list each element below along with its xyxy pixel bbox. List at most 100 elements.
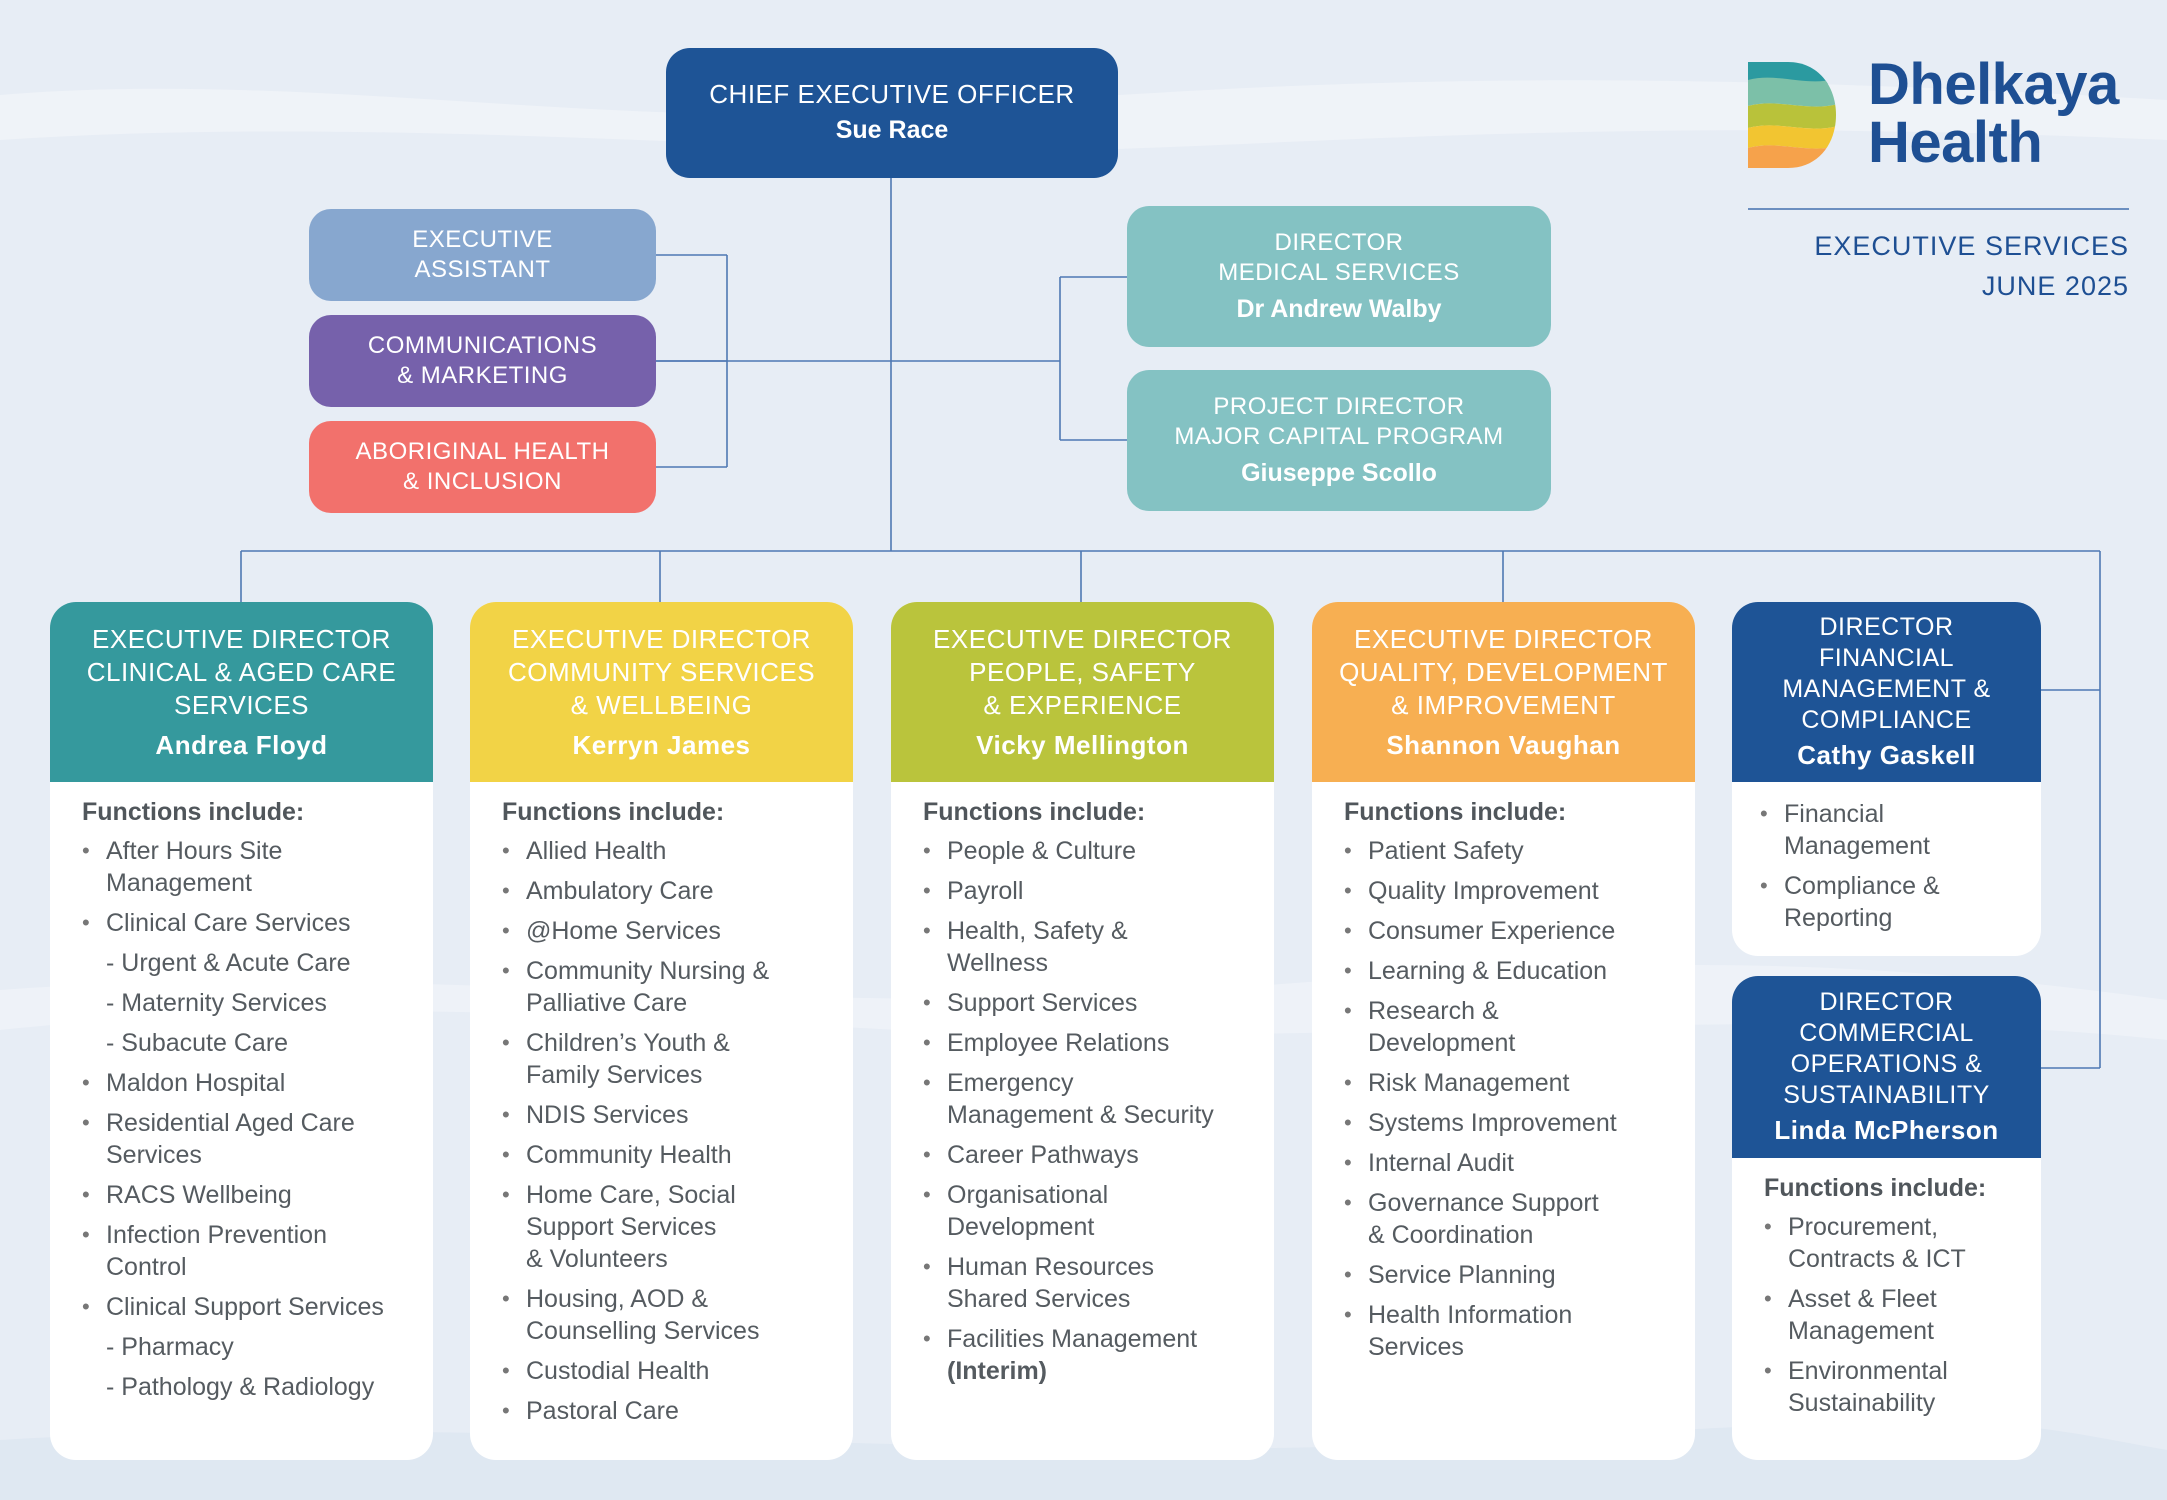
functions-list: Patient SafetyQuality ImprovementConsume… bbox=[1344, 835, 1671, 1363]
function-item: Home Care, Social Support Services & Vol… bbox=[502, 1179, 829, 1275]
function-item: Housing, AOD & Counselling Services bbox=[502, 1283, 829, 1347]
function-item-label: Procurement, Contracts & ICT bbox=[1788, 1213, 1966, 1273]
exec-director-header: EXECUTIVE DIRECTOR QUALITY, DEVELOPMENT … bbox=[1312, 602, 1695, 782]
function-item-label: Payroll bbox=[947, 877, 1024, 905]
director-medical-services-name: Dr Andrew Walby bbox=[1236, 294, 1442, 323]
function-item: Learning & Education bbox=[1344, 955, 1671, 987]
function-item-label: Housing, AOD & Counselling Services bbox=[526, 1285, 760, 1345]
function-item: Asset & Fleet Management bbox=[1764, 1283, 2025, 1347]
director-commercial-header: DIRECTOR COMMERCIAL OPERATIONS & SUSTAIN… bbox=[1732, 976, 2041, 1158]
function-item-note: (Interim) bbox=[947, 1357, 1047, 1385]
exec-director-header: EXECUTIVE DIRECTOR COMMUNITY SERVICES & … bbox=[470, 602, 853, 782]
function-item: Pastoral Care bbox=[502, 1395, 829, 1427]
function-item: Support Services bbox=[923, 987, 1250, 1019]
function-item-label: Internal Audit bbox=[1368, 1149, 1514, 1177]
function-item: Procurement, Contracts & ICT bbox=[1764, 1211, 2025, 1275]
executive-assistant-title: EXECUTIVE ASSISTANT bbox=[412, 226, 553, 283]
function-item: Internal Audit bbox=[1344, 1147, 1671, 1179]
functions-list: Allied HealthAmbulatory Care@Home Servic… bbox=[502, 835, 829, 1427]
function-item: Risk Management bbox=[1344, 1067, 1671, 1099]
function-item: Patient Safety bbox=[1344, 835, 1671, 867]
function-item-label: Systems Improvement bbox=[1368, 1109, 1617, 1137]
functions-heading: Functions include: bbox=[923, 798, 1146, 826]
function-item: Clinical Support Services bbox=[82, 1291, 409, 1323]
chart-date: JUNE 2025 bbox=[1981, 271, 2129, 301]
chart-heading: EXECUTIVE SERVICES JUNE 2025 bbox=[1814, 226, 2129, 306]
function-item-label: Asset & Fleet Management bbox=[1788, 1285, 1937, 1345]
function-item-label: Consumer Experience bbox=[1368, 917, 1616, 945]
function-item: Community Nursing & Palliative Care bbox=[502, 955, 829, 1019]
function-item: Clinical Care Services bbox=[82, 907, 409, 939]
function-item: Custodial Health bbox=[502, 1355, 829, 1387]
function-item-label: Residential Aged Care Services bbox=[106, 1109, 355, 1169]
function-item-label: - Pharmacy bbox=[106, 1333, 234, 1361]
function-item: Payroll bbox=[923, 875, 1250, 907]
function-item-label: Learning & Education bbox=[1368, 957, 1608, 985]
function-item: People & Culture bbox=[923, 835, 1250, 867]
exec-director-name: Vicky Mellington bbox=[976, 729, 1189, 760]
exec-director-card-quality: EXECUTIVE DIRECTOR QUALITY, DEVELOPMENT … bbox=[1312, 602, 1695, 1460]
function-item: Ambulatory Care bbox=[502, 875, 829, 907]
director-commercial-title: DIRECTOR COMMERCIAL OPERATIONS & SUSTAIN… bbox=[1783, 988, 1990, 1109]
brand-name-line1: Dhelkaya bbox=[1868, 52, 2119, 117]
function-item: - Pathology & Radiology bbox=[82, 1371, 409, 1403]
function-item-label: People & Culture bbox=[947, 837, 1137, 865]
ceo-box: CHIEF EXECUTIVE OFFICER Sue Race bbox=[666, 48, 1118, 178]
function-item-label: After Hours Site Management bbox=[106, 837, 283, 897]
function-item-label: Quality Improvement bbox=[1368, 877, 1599, 905]
function-item-label: Home Care, Social Support Services & Vol… bbox=[526, 1181, 736, 1273]
function-item-label: - Subacute Care bbox=[106, 1029, 289, 1057]
exec-director-name: Andrea Floyd bbox=[155, 729, 328, 760]
function-item: Human Resources Shared Services bbox=[923, 1251, 1250, 1315]
function-item: After Hours Site Management bbox=[82, 835, 409, 899]
function-item: Employee Relations bbox=[923, 1027, 1250, 1059]
project-director-name: Giuseppe Scollo bbox=[1241, 458, 1437, 487]
functions-list: People & CulturePayrollHealth, Safety & … bbox=[923, 835, 1250, 1387]
director-commercial-name: Linda McPherson bbox=[1774, 1115, 1999, 1145]
director-financial-title: DIRECTOR FINANCIAL MANAGEMENT & COMPLIAN… bbox=[1782, 613, 1991, 734]
function-item: Governance Support & Coordination bbox=[1344, 1187, 1671, 1251]
function-item-label: Compliance & Reporting bbox=[1784, 872, 1940, 932]
functions-heading: Functions include: bbox=[1344, 798, 1567, 826]
function-item-label: - Pathology & Radiology bbox=[106, 1373, 375, 1401]
exec-director-card-clinical: EXECUTIVE DIRECTOR CLINICAL & AGED CARE … bbox=[50, 602, 433, 1460]
exec-director-title: EXECUTIVE DIRECTOR COMMUNITY SERVICES & … bbox=[507, 623, 816, 720]
function-item: Systems Improvement bbox=[1344, 1107, 1671, 1139]
function-item-label: Career Pathways bbox=[947, 1141, 1139, 1169]
function-item: Consumer Experience bbox=[1344, 915, 1671, 947]
function-item-label: - Urgent & Acute Care bbox=[106, 949, 351, 977]
function-item-label: Facilities Management bbox=[947, 1325, 1198, 1353]
functions-heading: Functions include: bbox=[82, 798, 305, 826]
exec-director-title: EXECUTIVE DIRECTOR PEOPLE, SAFETY & EXPE… bbox=[933, 623, 1232, 720]
director-financial-header: DIRECTOR FINANCIAL MANAGEMENT & COMPLIAN… bbox=[1732, 602, 2041, 782]
function-item-label: Patient Safety bbox=[1368, 837, 1524, 865]
function-item-label: Health Information Services bbox=[1368, 1301, 1573, 1361]
function-item: Environmental Sustainability bbox=[1764, 1355, 2025, 1419]
aboriginal-health-box: ABORIGINAL HEALTH & INCLUSION bbox=[309, 421, 656, 513]
chart-title: EXECUTIVE SERVICES bbox=[1814, 231, 2129, 261]
header-divider bbox=[1748, 208, 2129, 210]
function-item-label: Health, Safety & Wellness bbox=[947, 917, 1128, 977]
function-item-label: Employee Relations bbox=[947, 1029, 1170, 1057]
function-item-label: Pastoral Care bbox=[526, 1397, 679, 1425]
function-item: Residential Aged Care Services bbox=[82, 1107, 409, 1171]
function-item: Health Information Services bbox=[1344, 1299, 1671, 1363]
function-item: Research & Development bbox=[1344, 995, 1671, 1059]
function-item: Career Pathways bbox=[923, 1139, 1250, 1171]
function-item-label: Allied Health bbox=[526, 837, 667, 865]
function-item-label: Governance Support & Coordination bbox=[1368, 1189, 1599, 1249]
director-financial-name: Cathy Gaskell bbox=[1797, 740, 1976, 770]
project-director-title: PROJECT DIRECTOR MAJOR CAPITAL PROGRAM bbox=[1174, 392, 1504, 450]
function-item: NDIS Services bbox=[502, 1099, 829, 1131]
executive-assistant-box: EXECUTIVE ASSISTANT bbox=[309, 209, 656, 301]
exec-director-name: Kerryn James bbox=[572, 729, 751, 760]
function-item: Maldon Hospital bbox=[82, 1067, 409, 1099]
function-item-label: - Maternity Services bbox=[106, 989, 327, 1017]
function-item-label: Maldon Hospital bbox=[106, 1069, 286, 1097]
function-item: - Pharmacy bbox=[82, 1331, 409, 1363]
brand-name-line2: Health bbox=[1868, 110, 2043, 175]
function-item: Quality Improvement bbox=[1344, 875, 1671, 907]
function-item-label: Financial Management bbox=[1784, 800, 1930, 860]
function-item-label: Service Planning bbox=[1368, 1261, 1556, 1289]
